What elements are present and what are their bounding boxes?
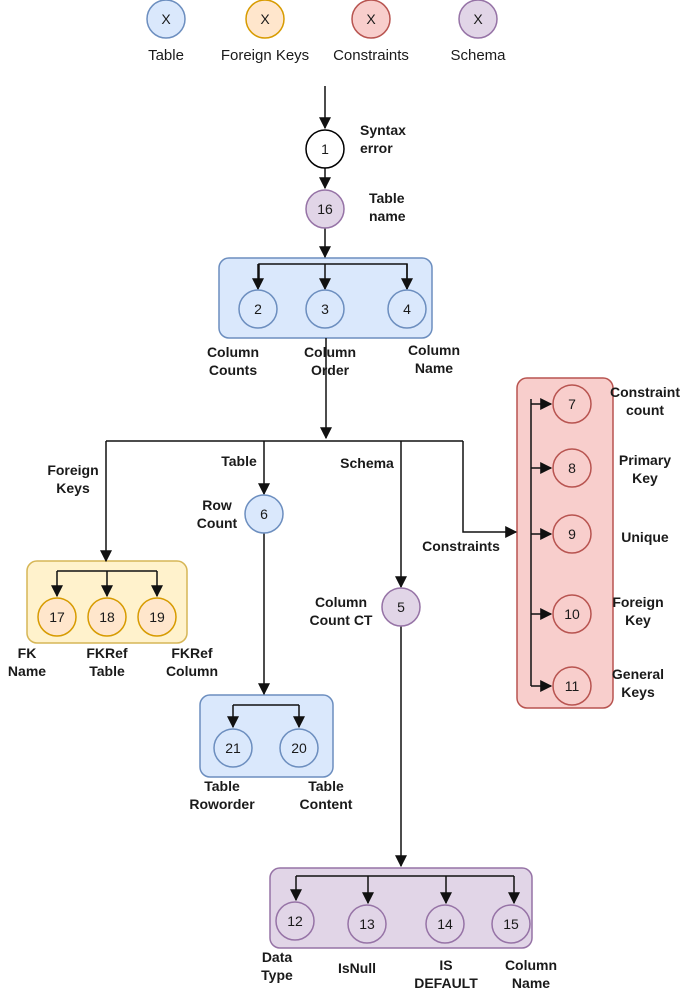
node-11-circle xyxy=(552,666,592,706)
legend-2-label: Foreign Keys xyxy=(221,47,309,64)
edge-13 xyxy=(462,441,518,538)
node-7-circle xyxy=(552,384,592,424)
node-21-circle xyxy=(213,728,253,768)
node-2-circle xyxy=(238,289,278,329)
node-10-number: 10 xyxy=(564,606,580,622)
node-15-circle xyxy=(491,904,531,944)
node-8-number: 8 xyxy=(568,460,576,476)
node-21-number: 21 xyxy=(225,740,241,756)
node-9-number: 9 xyxy=(568,526,576,542)
node-13-circle xyxy=(347,904,387,944)
node-6-number: 6 xyxy=(260,506,268,522)
branch-label-3: Schema xyxy=(340,455,394,471)
node-6-circle xyxy=(244,494,284,534)
node-10-circle xyxy=(552,594,592,634)
legend: X Table X Foreign Keys X Constraints X Schema xyxy=(146,0,506,64)
node-9-circle xyxy=(552,514,592,554)
node-14-circle xyxy=(425,904,465,944)
node-17-number: 17 xyxy=(49,609,65,625)
legend-3-label: Constraints xyxy=(333,47,409,64)
node-2-number: 2 xyxy=(254,301,262,317)
node-12-circle xyxy=(275,901,315,941)
node-15-number: 15 xyxy=(503,916,519,932)
node-13-label: IsNull xyxy=(338,960,376,976)
node-14-number: 14 xyxy=(437,916,453,932)
node-17-circle xyxy=(37,597,77,637)
node-7-number: 7 xyxy=(568,396,576,412)
legend-2-swatch xyxy=(245,0,285,39)
node-18-number: 18 xyxy=(99,609,115,625)
node-3-circle xyxy=(305,289,345,329)
node-9-label: Unique xyxy=(621,529,669,545)
node-layer: 1 16 2 3 4 6 5 17 18 19 21 20 7 8 9 10 11 12 13 14 15 xyxy=(37,129,592,944)
node-12-number: 12 xyxy=(287,913,303,929)
node-1-circle xyxy=(305,129,345,169)
branch-label-4: Constraints xyxy=(422,538,500,554)
legend-4-swatch xyxy=(458,0,498,39)
node-16-number: 16 xyxy=(317,201,333,217)
node-18-circle xyxy=(87,597,127,637)
schema-group xyxy=(269,867,533,949)
node-5-number: 5 xyxy=(397,599,405,615)
node-20-number: 20 xyxy=(291,740,307,756)
node-4-number: 4 xyxy=(403,301,411,317)
node-5-circle xyxy=(381,587,421,627)
node-19-circle xyxy=(137,597,177,637)
legend-4-label: Schema xyxy=(450,47,506,64)
node-4-circle xyxy=(387,289,427,329)
legend-3-symbol: X xyxy=(366,11,376,27)
legend-1-symbol: X xyxy=(161,11,171,27)
node-19-number: 19 xyxy=(149,609,165,625)
legend-1-label: Table xyxy=(148,47,184,64)
node-11-number: 11 xyxy=(565,678,580,694)
node-3-number: 3 xyxy=(321,301,329,317)
branch-label-2: Table xyxy=(221,453,257,469)
node-13-number: 13 xyxy=(359,916,375,932)
node-16-circle xyxy=(305,189,345,229)
legend-3-swatch xyxy=(351,0,391,39)
legend-1-swatch xyxy=(146,0,186,39)
node-20-circle xyxy=(279,728,319,768)
legend-4-symbol: X xyxy=(473,11,483,27)
node-8-circle xyxy=(552,448,592,488)
legend-2-symbol: X xyxy=(260,11,270,27)
edge-layer xyxy=(51,86,553,905)
node-1-number: 1 xyxy=(321,141,329,157)
